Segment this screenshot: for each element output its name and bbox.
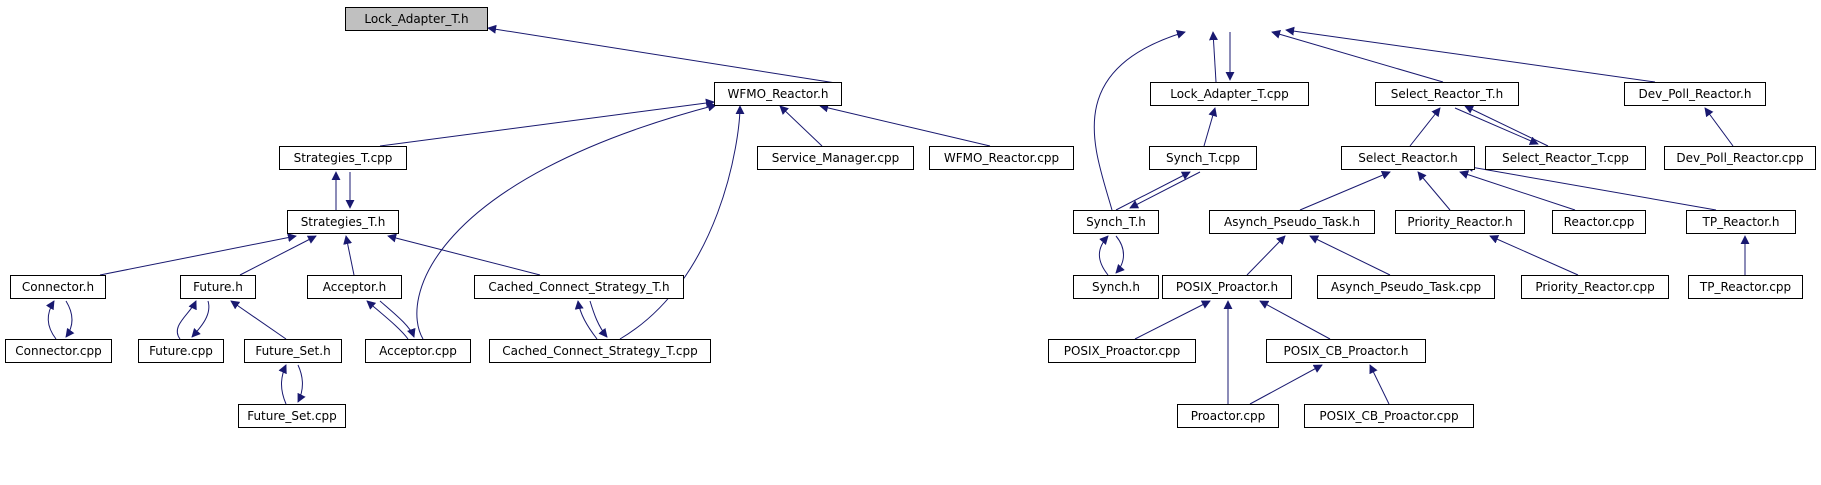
node-future-set-h[interactable]: Future_Set.h — [244, 339, 342, 363]
edge-future-h-to-strategies — [239, 235, 317, 276]
node-dev-poll-reactor-cpp[interactable]: Dev_Poll_Reactor.cpp — [1664, 146, 1816, 170]
edge-priority-h-to-select — [1417, 171, 1451, 211]
edge-posix-cpp-to-posix — [1134, 300, 1211, 340]
edge-connector-h-to-cpp — [65, 300, 75, 338]
edge-future-set-h-to-cpp — [297, 364, 306, 403]
edge-posix-h-to-asynch — [1246, 235, 1286, 276]
node-future-set-cpp[interactable]: Future_Set.cpp — [238, 404, 346, 428]
node-synch-t-h[interactable]: Synch_T.h — [1073, 210, 1159, 234]
edge-select-t-cpp-to-select-t — [1464, 105, 1549, 147]
edge-synch-t-cpp-to-h — [1129, 171, 1201, 209]
edge-devpoll-cpp-to-devpoll — [1704, 107, 1734, 147]
edge-cached-h-to-cpp — [589, 300, 608, 338]
edge-select-t-to-select-t-cpp — [1454, 107, 1539, 145]
node-posix-cb-proactor-h[interactable]: POSIX_CB_Proactor.h — [1266, 339, 1426, 363]
edge-lockcpp-to-lock — [1208, 31, 1218, 83]
node-acceptor-cpp[interactable]: Acceptor.cpp — [365, 339, 471, 363]
edge-posix-cb-cpp-to-posix-cb — [1369, 364, 1390, 405]
edge-priority-cpp-to-priority — [1489, 235, 1579, 276]
edges — [45, 24, 1750, 405]
edge-acceptor-h-to-strategies — [343, 235, 355, 276]
edge-cached-cpp-to-wfmo — [619, 105, 745, 340]
edge-acceptor-cpp-to-wfmo — [416, 102, 717, 340]
edge-proactor-cpp-to-posix-cb — [1249, 364, 1323, 405]
node-asynch-pseudo-task-h[interactable]: Asynch_Pseudo_Task.h — [1209, 210, 1375, 234]
edge-reactor-cpp-to-select — [1459, 170, 1576, 211]
node-asynch-pseudo-task-cpp[interactable]: Asynch_Pseudo_Task.cpp — [1317, 275, 1495, 299]
node-select-reactor-t-h[interactable]: Select_Reactor_T.h — [1375, 82, 1519, 106]
edge-devpoll-to-lock — [1285, 26, 1656, 83]
node-tp-reactor-h[interactable]: TP_Reactor.h — [1686, 210, 1796, 234]
node-future-cpp[interactable]: Future.cpp — [138, 339, 224, 363]
node-posix-proactor-cpp[interactable]: POSIX_Proactor.cpp — [1048, 339, 1196, 363]
node-service-manager-cpp[interactable]: Service_Manager.cpp — [757, 146, 914, 170]
edge-future-h-to-cpp — [191, 300, 210, 338]
edge-acceptor-h-to-cpp — [379, 300, 416, 338]
edge-select-h-to-select-t — [1409, 107, 1441, 147]
node-strategies-t-h[interactable]: Strategies_T.h — [287, 210, 399, 234]
node-cached-connect-h[interactable]: Cached_Connect_Strategy_T.h — [474, 275, 684, 299]
edge-select-t-to-lock — [1271, 29, 1444, 83]
node-wfmo-reactor-h[interactable]: WFMO_Reactor.h — [714, 82, 842, 106]
edge-cached-h-to-strategies — [387, 233, 541, 276]
edge-wfmo-to-lock — [487, 24, 843, 85]
edge-connector-cpp-to-h — [45, 300, 57, 340]
node-posix-cb-proactor-cpp[interactable]: POSIX_CB_Proactor.cpp — [1304, 404, 1474, 428]
node-posix-proactor-h[interactable]: POSIX_Proactor.h — [1162, 275, 1292, 299]
edge-future-cpp-to-h — [176, 300, 197, 340]
node-synch-t-cpp[interactable]: Synch_T.cpp — [1149, 146, 1257, 170]
edge-asynch-cpp-to-asynch — [1309, 235, 1391, 276]
node-connector-cpp[interactable]: Connector.cpp — [5, 339, 112, 363]
node-reactor-cpp[interactable]: Reactor.cpp — [1552, 210, 1646, 234]
edge-synch-t-h-to-lock — [1093, 30, 1186, 211]
edge-asynch-h-to-select — [1299, 171, 1391, 211]
edge-wfmo-cpp-to-wfmo — [819, 103, 991, 147]
edge-acceptor-cpp-to-h — [366, 300, 409, 340]
edge-future-set-cpp-to-h — [278, 364, 287, 405]
edge-synch-t-h-to-cpp — [1115, 171, 1191, 211]
edge-synch-h-to-synch-t — [1098, 235, 1109, 276]
node-dev-poll-reactor-h[interactable]: Dev_Poll_Reactor.h — [1624, 82, 1766, 106]
node-future-h[interactable]: Future.h — [180, 275, 256, 299]
node-lock-adapter-h[interactable]: Lock_Adapter_T.h — [345, 7, 488, 31]
node-tp-reactor-cpp[interactable]: TP_Reactor.cpp — [1688, 275, 1803, 299]
node-proactor-cpp[interactable]: Proactor.cpp — [1177, 404, 1279, 428]
edge-synch-t-cpp-to-lockcpp — [1203, 107, 1218, 147]
node-lock-adapter-cpp[interactable]: Lock_Adapter_T.cpp — [1150, 82, 1309, 106]
node-priority-reactor-cpp[interactable]: Priority_Reactor.cpp — [1521, 275, 1669, 299]
edge-posix-cb-h-to-posix — [1259, 300, 1331, 340]
node-wfmo-reactor-cpp[interactable]: WFMO_Reactor.cpp — [929, 146, 1074, 170]
edge-connector-h-to-strategies — [99, 233, 297, 276]
node-synch-h[interactable]: Synch.h — [1073, 275, 1159, 299]
node-cached-connect-cpp[interactable]: Cached_Connect_Strategy_T.cpp — [489, 339, 711, 363]
node-select-reactor-t-cpp[interactable]: Select_Reactor_T.cpp — [1485, 146, 1646, 170]
node-select-reactor-h[interactable]: Select_Reactor.h — [1341, 146, 1475, 170]
edge-synch-t-to-synch-h — [1115, 235, 1125, 274]
node-acceptor-h[interactable]: Acceptor.h — [307, 275, 402, 299]
node-connector-h[interactable]: Connector.h — [10, 275, 106, 299]
node-strategies-t-cpp[interactable]: Strategies_T.cpp — [279, 146, 407, 170]
edge-strategies-cpp-to-wfmo — [379, 98, 715, 147]
edge-future-set-h-to-future — [230, 300, 287, 340]
edge-tp-h-to-select — [1464, 162, 1717, 211]
node-priority-reactor-h[interactable]: Priority_Reactor.h — [1395, 210, 1525, 234]
edge-cached-cpp-to-h — [574, 300, 598, 340]
edge-svcmgr-to-wfmo — [779, 105, 823, 147]
